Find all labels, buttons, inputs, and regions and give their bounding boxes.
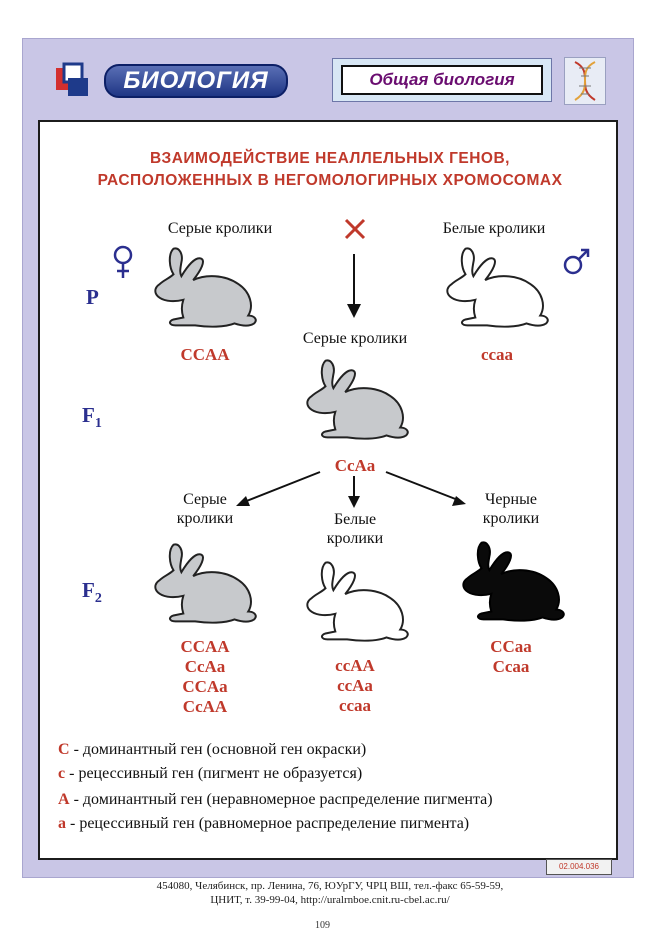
female-parent-label: Серые кролики [167,220,273,237]
page-number: 109 [315,920,330,931]
diagram-title-line1: ВЗАИМОДЕЙСТВИЕ НЕАЛЛЕЛЬНЫХ ГЕНОВ, [150,150,510,167]
female-genotype: CCAA [180,345,230,364]
diagram-title-line2: РАСПОЛОЖЕННЫХ В НЕГОМОЛОГИРНЫХ ХРОМОСОМА… [97,172,563,189]
white-rabbit-male-icon [436,244,554,334]
footer-contacts: ЦНИТ, т. 39-99-04, http://uralrnboe.cnit… [210,894,450,906]
legend-item: a - рецессивный ген (равномерное распред… [58,815,470,832]
content-panel [38,120,618,860]
female-symbol-icon [113,245,133,278]
publisher-logo [56,62,88,96]
legend-item: A - доминантный ген (неравномерное распр… [58,791,493,808]
dna-icon [564,57,606,105]
male-parent-label: Белые кролики [442,220,546,237]
black-rabbit-f2-icon [452,538,570,628]
legend-item: C - доминантный ген (основной ген окраск… [58,741,367,758]
grey-rabbit-f1-icon [296,356,414,446]
branch-arrows-icon [236,471,466,508]
generation-f1-label: F1 [82,403,102,432]
male-genotype: ccaa [480,345,514,364]
subject-title: Общая биология [341,65,543,95]
male-symbol-icon [563,248,590,275]
cross-icon [344,218,366,240]
legend-item: c - рецессивный ген (пигмент не образует… [58,765,363,782]
grey-rabbit-f2-icon [144,540,262,630]
f1-genotype: CcAa [334,456,376,475]
generation-p-label: P [86,285,99,309]
arrow-down-icon [347,254,361,318]
grey-rabbit-female-icon [144,244,262,334]
brand-title: БИОЛОГИЯ [104,64,288,98]
subject-frame: Общая биология [332,58,552,102]
catalog-code: 02.004.036 [546,859,612,875]
generation-f2-label: F2 [82,578,102,607]
f1-label: Серые кролики [302,330,408,347]
footer-address: 454080, Челябинск, пр. Ленина, 76, ЮУрГУ… [156,880,504,892]
white-rabbit-f2-icon [296,558,414,648]
